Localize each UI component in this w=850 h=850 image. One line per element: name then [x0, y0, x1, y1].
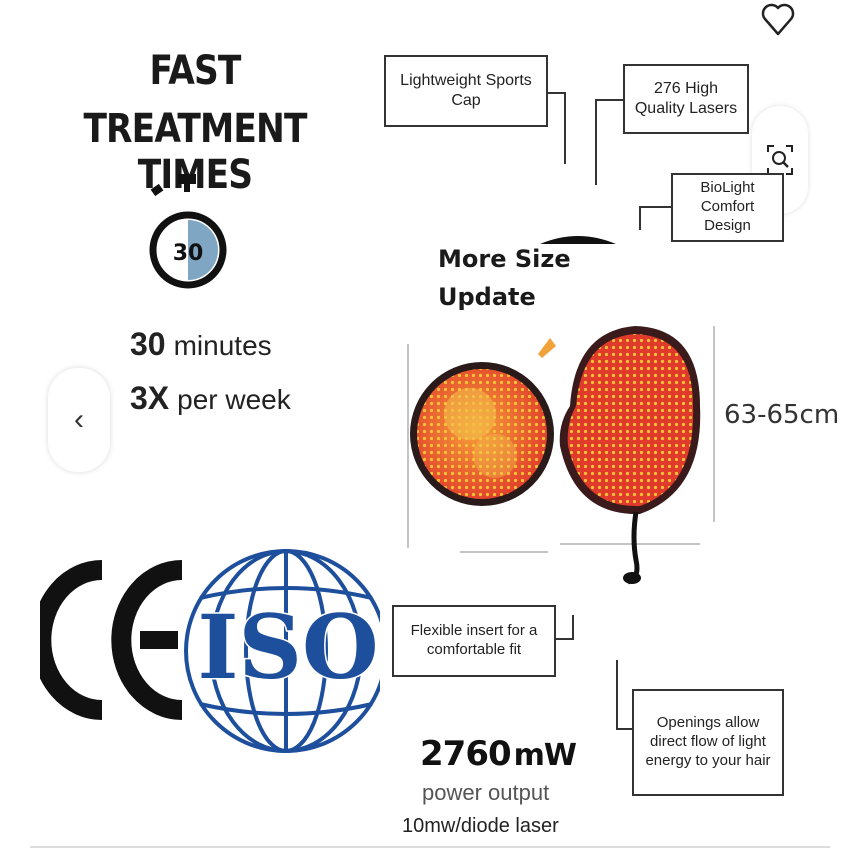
leader-line	[639, 206, 641, 230]
certification-logos: ISO	[40, 549, 380, 753]
leader-line	[595, 99, 597, 185]
power-number: 2760	[420, 734, 512, 774]
frequency-unit: per week	[177, 384, 291, 415]
leader-line	[640, 206, 671, 208]
callout-lightweight-cap: Lightweight Sports Cap	[384, 55, 548, 127]
callout-lasers: 276 High Quality Lasers	[623, 64, 749, 134]
headline-line-1: FAST	[149, 48, 242, 94]
callout-flexible-insert: Flexible insert for a comfortable fit	[392, 605, 556, 677]
size-update-line-2: Update	[438, 283, 536, 311]
leader-line	[572, 615, 574, 640]
leader-line	[564, 92, 566, 164]
chevron-left-icon: ‹	[74, 403, 84, 436]
leader-line	[616, 728, 632, 730]
callout-openings: Openings allow direct flow of light ener…	[632, 689, 784, 796]
heart-icon[interactable]	[760, 0, 796, 38]
size-update-line-1: More Size	[438, 245, 571, 273]
duration-value: 30	[130, 326, 166, 362]
callout-comfort-design: BioLight Comfort Design	[671, 173, 784, 242]
size-update-heading: More Size Update	[438, 240, 571, 316]
iso-globe	[184, 549, 380, 753]
previous-image-button[interactable]: ‹	[48, 368, 110, 472]
circumference-range: 63-65cm	[724, 400, 840, 430]
cap-silhouette	[540, 236, 616, 244]
power-unit: mW	[513, 738, 577, 773]
leader-line	[548, 92, 566, 94]
stopwatch-number: 30	[173, 241, 204, 266]
power-output-label: power output	[422, 780, 550, 805]
laser-cap-old	[407, 344, 554, 553]
leader-line	[616, 660, 618, 730]
laser-cap-new	[559, 326, 715, 585]
iso-text: ISO	[197, 595, 378, 699]
ce-mark	[40, 560, 183, 720]
duration-unit: minutes	[173, 330, 272, 361]
leader-line	[596, 99, 623, 101]
bottom-divider	[30, 846, 830, 848]
upgrade-arrow-icon	[538, 338, 556, 358]
stopwatch-icon: 30	[149, 174, 227, 289]
leader-line	[556, 638, 574, 640]
laser-cap-comparison	[407, 326, 715, 585]
per-diode-power: 10mw/diode laser	[402, 815, 559, 837]
frequency-value: 3X	[130, 380, 170, 416]
zoom-search-icon	[767, 145, 793, 175]
